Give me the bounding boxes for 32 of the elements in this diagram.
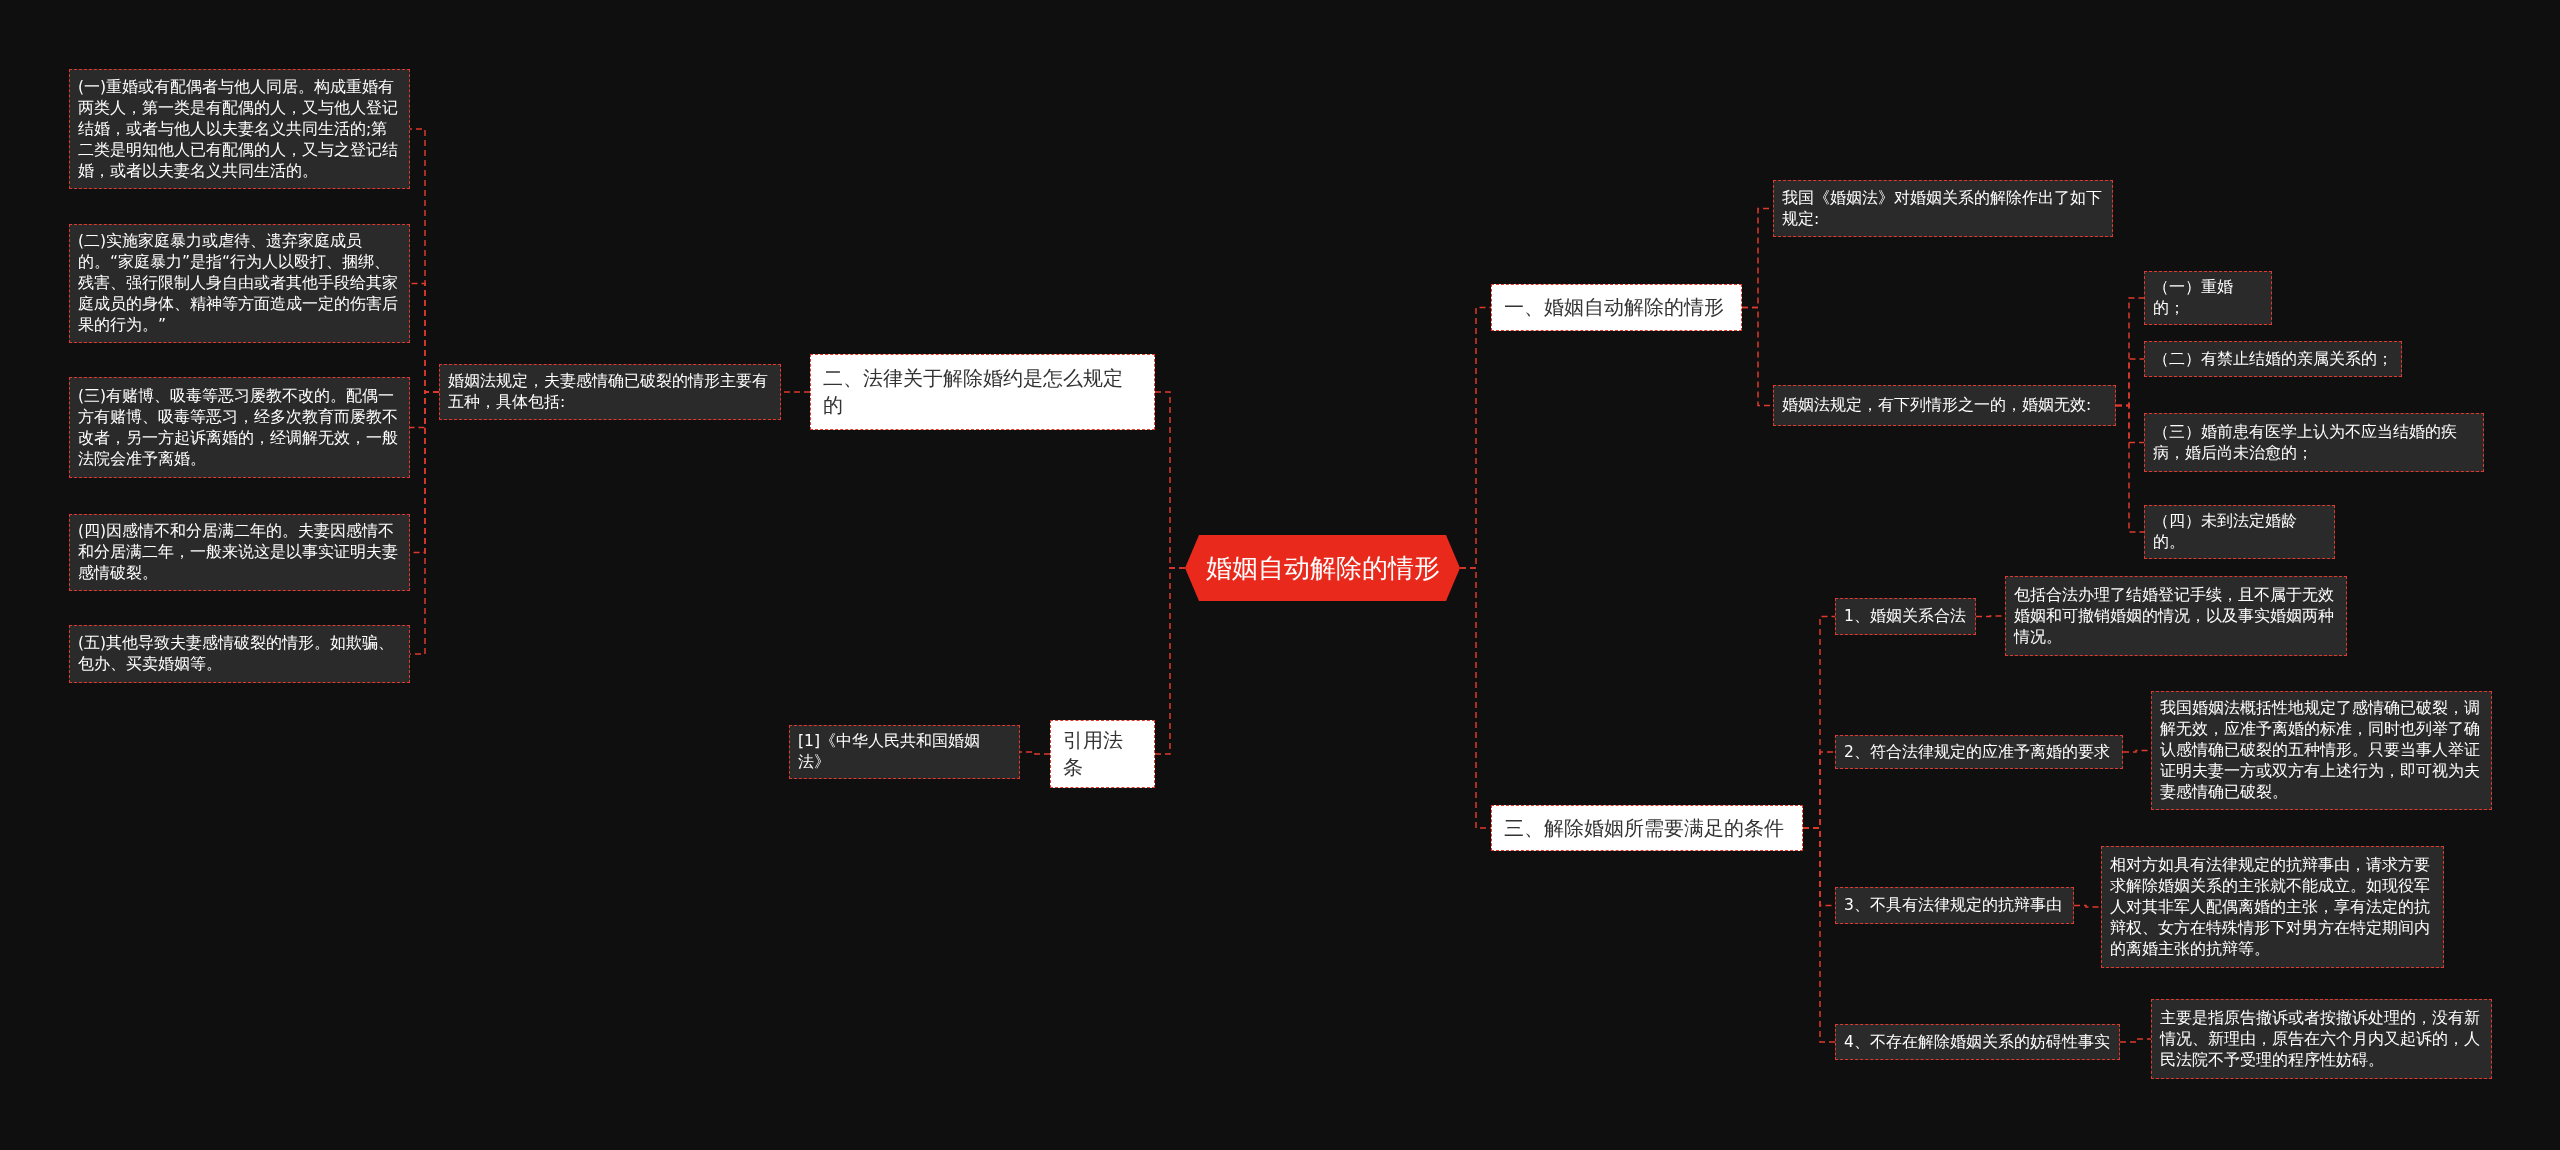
subtopic-box: 主要是指原告撤诉或者按撤诉处理的，没有新情况、新理由，原告在六个月内又起诉的，人民法院不予受理的程序性妨碍。	[2151, 999, 2492, 1079]
connector-line	[2073, 904, 2102, 908]
connector-line	[1802, 827, 1836, 1043]
subtopic-box: 婚姻法规定，有下列情形之一的，婚姻无效:	[1773, 385, 2116, 426]
subtopic-box: （三）婚前患有医学上认为不应当结婚的疾病，婚后尚未治愈的；	[2144, 413, 2484, 472]
connector-line	[1154, 567, 1186, 755]
subtopic-box: (五)其他导致夫妻感情破裂的情形。如欺骗、包办、买卖婚姻等。	[69, 625, 410, 683]
subtopic-box: [1]《中华人民共和国婚姻法》	[789, 725, 1020, 779]
connector-line	[2119, 1038, 2152, 1043]
topic-box: 二、法律关于解除婚约是怎么规定的	[810, 354, 1155, 430]
topic-box: 三、解除婚姻所需要满足的条件	[1491, 805, 1803, 851]
subtopic-box: 2、符合法律规定的应准予离婚的要求	[1835, 735, 2123, 769]
subtopic-box: (二)实施家庭暴力或虐待、遗弃家庭成员的。“家庭暴力”是指“行为人以殴打、捆绑、残害、强行限制人身自由或者其他手段给其家庭成员的身体、精神等方面造成一定的伤害后果的行为。”	[69, 224, 410, 343]
subtopic-box: (三)有赌博、吸毒等恶习屡教不改的。配偶一方有赌博、吸毒等恶习，经多次教育而屡教不改者，另一方起诉离婚的，经调解无效，一般法院会准予离婚。	[69, 377, 410, 478]
subtopic-box: 我国《婚姻法》对婚姻关系的解除作出了如下规定:	[1773, 180, 2113, 237]
subtopic-box: 3、不具有法律规定的抗辩事由	[1835, 887, 2074, 924]
central-topic: 婚姻自动解除的情形	[1185, 535, 1460, 601]
subtopic-box: (一)重婚或有配偶者与他人同居。构成重婚有两类人，第一类是有配偶的人，又与他人登记结婚，或者与他人以夫妻名义共同生活的;第二类是明知他人已有配偶的人，又与之登记结婚，或者以夫妻名义共同生活的。	[69, 69, 410, 189]
subtopic-box: （二）有禁止结婚的亲属关系的；	[2144, 341, 2402, 377]
subtopic-box: 婚姻法规定，夫妻感情确已破裂的情形主要有五种，具体包括:	[439, 364, 781, 420]
subtopic-box: 4、不存在解除婚姻关系的妨碍性事实	[1835, 1024, 2120, 1060]
subtopic-box: 1、婚姻关系合法	[1835, 598, 1976, 635]
subtopic-box: （四）未到法定婚龄的。	[2144, 505, 2335, 559]
topic-box: 引用法条	[1050, 720, 1155, 788]
subtopic-box: 包括合法办理了结婚登记手续，且不属于无效婚姻和可撤销婚姻的情况，以及事实婚姻两种情况。	[2005, 576, 2347, 656]
connector-line	[2115, 404, 2145, 533]
subtopic-box: 相对方如具有法律规定的抗辩事由，请求方要求解除婚姻关系的主张就不能成立。如现役军人对其非军人配偶离婚的主张，享有法定的抗辩权、女方在特殊情形下对男方在特定期间内的离婚主张的抗辩等。	[2101, 846, 2444, 968]
topic-box: 一、婚姻自动解除的情形	[1491, 284, 1742, 331]
subtopic-box: （一）重婚的；	[2144, 271, 2272, 325]
subtopic-box: 我国婚姻法概括性地规定了感情确已破裂，调解无效，应准予离婚的标准，同时也列举了确认感情确已破裂的五种情形。只要当事人举证证明夫妻一方或双方有上述行为，即可视为夫妻感情确已破裂。	[2151, 691, 2492, 810]
subtopic-box: (四)因感情不和分居满二年的。夫妻因感情不和分居满二年，一般来说这是以事实证明夫妻感情破裂。	[69, 514, 410, 591]
connector-line	[1019, 751, 1051, 755]
